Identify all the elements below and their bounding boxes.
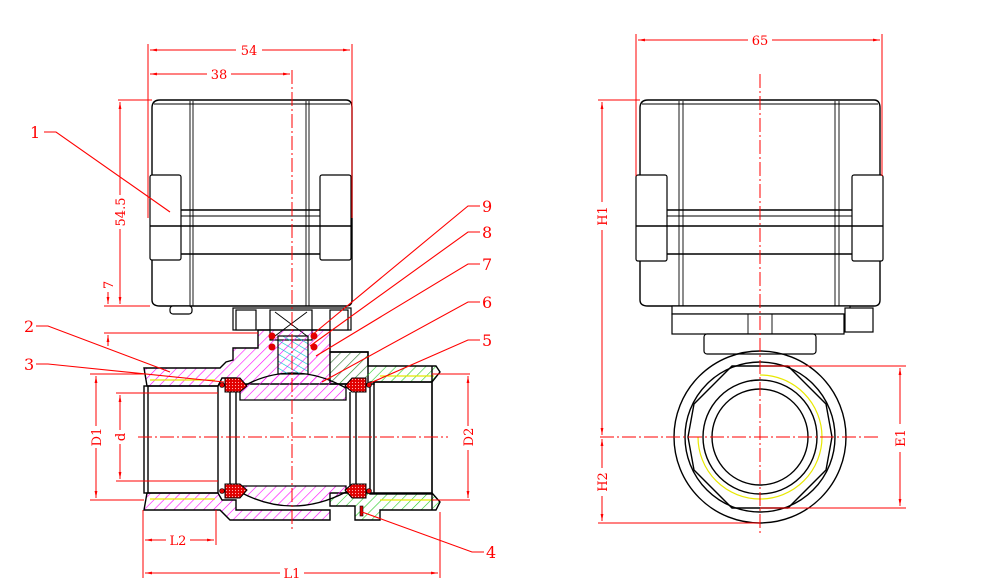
callout-6: 6 [482,293,492,312]
dim-D1: D1 [90,428,105,447]
section-view [138,70,448,532]
actuator-housing [149,99,353,315]
side-view [600,74,884,534]
dim-54-5: 54.5 [114,198,129,227]
callout-1: 1 [30,123,40,142]
callout-2: 2 [24,317,34,336]
seats [219,377,372,517]
callout-7: 7 [482,255,492,274]
dim-D2: D2 [462,428,477,447]
dim-H2: H2 [596,472,611,492]
dim-H1: H1 [596,206,611,226]
callout-3: 3 [24,355,34,374]
dim-E1: E1 [894,429,909,447]
side-bracket [671,305,874,355]
dim-54: 54 [241,44,258,59]
callout-9: 9 [482,197,492,216]
stem [268,332,318,375]
section-dimensions [88,42,476,581]
dim-38: 38 [211,68,228,83]
dim-L1: L1 [284,567,301,582]
union-end [329,351,441,521]
ball [229,372,357,507]
side-dimensions [594,32,908,524]
dim-L2: L2 [170,534,187,549]
dim-7: 7 [102,281,117,289]
part-callouts [36,131,484,553]
dim-65: 65 [752,34,769,49]
callout-8: 8 [482,223,492,242]
callout-5: 5 [482,331,492,350]
dim-d: d [114,433,129,441]
callout-4: 4 [486,543,496,562]
